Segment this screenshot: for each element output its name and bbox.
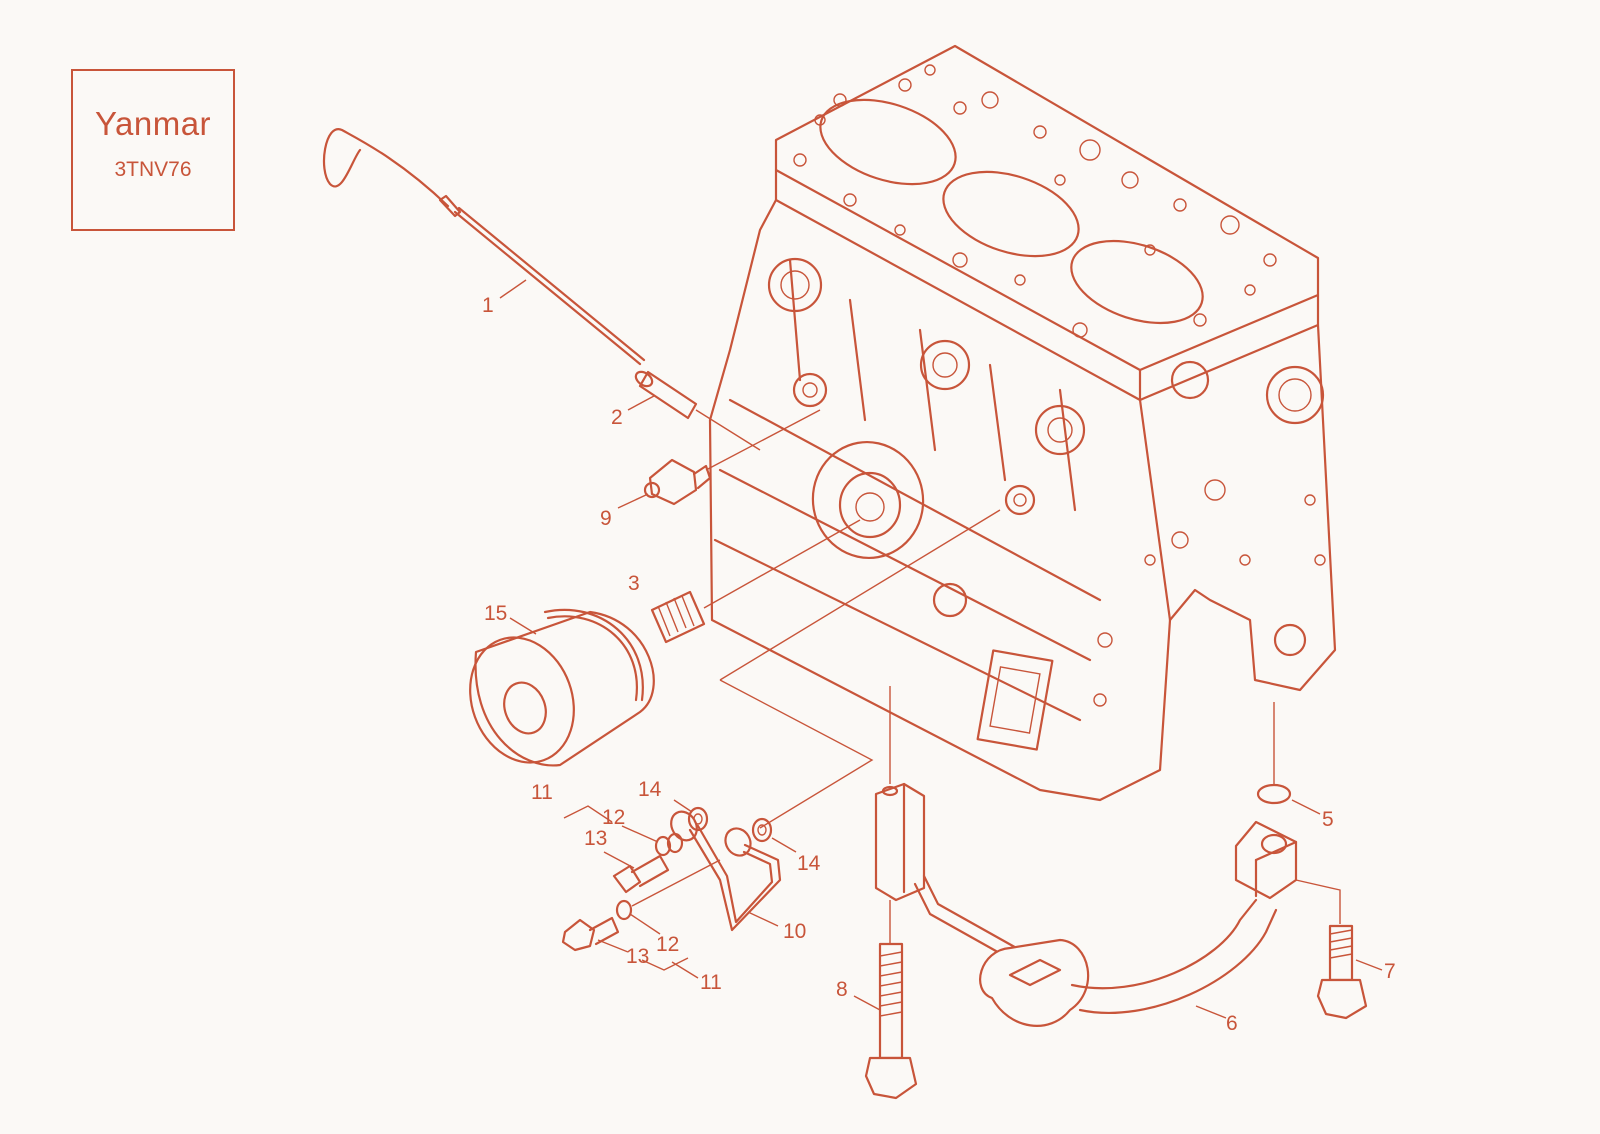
callout-13-lower: 13: [626, 945, 649, 968]
bracket-11-lower: [641, 957, 689, 971]
bracket-11-upper: [563, 805, 613, 823]
callout-12-upper: 12: [602, 806, 625, 829]
callout-2: 2: [611, 406, 623, 429]
leader-9: [617, 493, 649, 509]
oil-pipe: [670, 810, 782, 932]
strainer-bolt-long: [864, 686, 918, 1100]
leader-11-lower: [671, 961, 699, 979]
oil-filter: [469, 608, 655, 767]
o-ring: [1256, 702, 1292, 805]
callout-1: 1: [482, 294, 494, 317]
callout-14-lower: 14: [797, 852, 821, 875]
washers: [687, 806, 773, 843]
leader-8: [853, 995, 881, 1011]
callout-5: 5: [1322, 808, 1334, 831]
callout-12-lower: 12: [656, 933, 679, 956]
engine-model: 3TNV76: [114, 158, 192, 181]
leader-7: [1355, 959, 1383, 971]
callout-9: 9: [600, 507, 612, 530]
leader-2: [627, 395, 655, 411]
oil-pressure-switch: [643, 409, 821, 506]
callout-13-upper: 13: [584, 827, 607, 850]
callout-6: 6: [1226, 1012, 1238, 1035]
strainer-bolt-short: [1295, 879, 1368, 1020]
leader-12-lower: [629, 913, 661, 935]
leader-1: [499, 279, 527, 299]
leader-14-upper: [673, 799, 693, 813]
title-box: Yanmar 3TNV76: [71, 69, 235, 231]
cylinder-block: [708, 44, 1337, 802]
leader-6: [1195, 1005, 1227, 1019]
dipstick-guide: [634, 370, 761, 451]
leader-14-lower: [771, 837, 797, 853]
leader-13-lower: [597, 939, 629, 953]
callout-7: 7: [1384, 960, 1396, 983]
callout-15: 15: [484, 602, 507, 625]
callout-11-lower: 11: [700, 971, 722, 994]
callout-10: 10: [783, 920, 806, 943]
leader-12-upper: [621, 825, 659, 843]
oil-strainer-pipe: [874, 782, 1298, 1027]
filter-nipple: [650, 519, 861, 644]
leader-15: [509, 617, 537, 635]
joint-bolt-lower: [561, 859, 721, 952]
leader-5: [1291, 799, 1321, 815]
callout-11-upper: 11: [531, 781, 553, 804]
dipstick: [322, 128, 646, 366]
callout-8: 8: [836, 978, 848, 1001]
leader-13-upper: [603, 851, 635, 869]
callout-3: 3: [628, 572, 640, 595]
callout-14-upper: 14: [638, 778, 662, 801]
engine-make: Yanmar: [94, 105, 212, 142]
leader-10: [747, 911, 779, 927]
routing-line: [719, 509, 1001, 829]
joint-bolt-upper: [612, 832, 684, 894]
